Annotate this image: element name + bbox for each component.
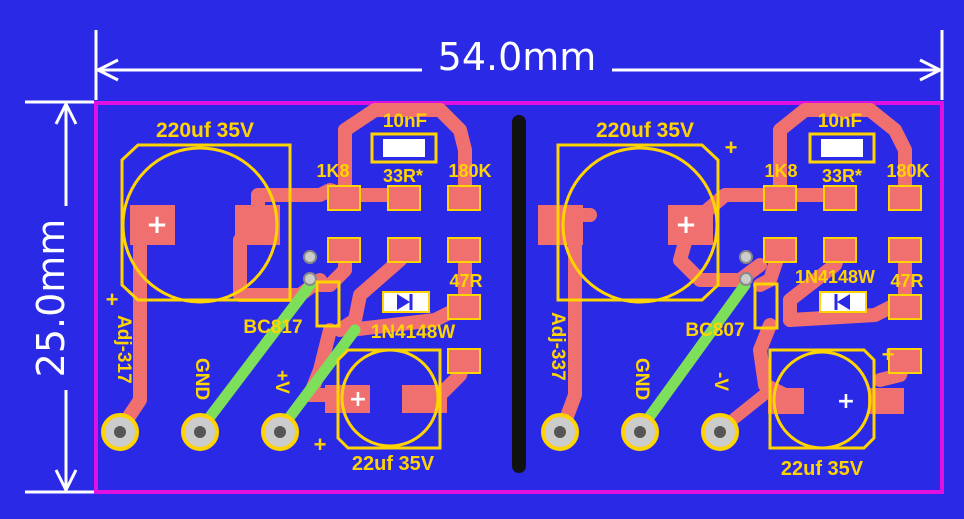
left-diode-symbol (397, 294, 410, 310)
left-pin-adj (101, 413, 139, 451)
right-transistor-label: BC807 (685, 320, 744, 341)
right-diode-label: 1N4148W (795, 267, 875, 287)
left-r4-label: 47R (449, 271, 482, 291)
right-pin-gnd (621, 413, 659, 451)
height-dimension (25, 100, 94, 494)
left-cap-10nf-outline (370, 132, 438, 164)
center-divider-slot (512, 115, 526, 473)
right-circuit: + + 220uf 35V 10nF 1K8 33R* 180K 47R BC8… (538, 103, 930, 480)
right-cap-out-plus-mark: + (837, 389, 855, 414)
right-cap-big-label: 220uf 35V (596, 119, 694, 142)
right-pin-v (701, 413, 739, 451)
left-circuit: + + 220uf 35V 10nF 1K8 33R* 180K 47R BC8… (101, 103, 492, 475)
right-diode-symbol (837, 294, 850, 310)
height-dim-arrow-bottom (54, 469, 78, 494)
right-r1-label: 1K8 (764, 161, 797, 181)
width-dim-arrow-left (94, 58, 119, 82)
left-cap-big-pad-plus (130, 205, 175, 245)
right-via-top (739, 250, 753, 264)
left-pin-gnd (181, 413, 219, 451)
right-cap-big-circle (561, 146, 719, 304)
right-cap-10nf-label: 10nF (818, 111, 862, 132)
right-cap-out-outline (768, 348, 876, 450)
left-resistor-pads (327, 185, 481, 374)
left-green-traces (194, 279, 361, 436)
left-via-bottom (303, 272, 317, 286)
left-diode-label: 1N4148W (371, 322, 456, 343)
left-cap-out-label: 22uf 35V (352, 453, 435, 475)
left-pin-gnd-label: GND (191, 358, 212, 400)
right-cap-big-polarity: + (725, 135, 738, 160)
right-cap-big-pad-minus (538, 205, 583, 245)
left-cap-out-pad-plus (325, 385, 370, 413)
right-pin-adj (541, 413, 579, 451)
left-r2-label: 33R* (383, 166, 423, 186)
right-cap-10nf-outline (808, 132, 876, 164)
right-r4-label: 47R (890, 271, 923, 291)
right-cap-10nf-body (821, 139, 863, 157)
width-dim-arrow-right (919, 58, 944, 82)
left-cap-out-polarity: + (314, 432, 327, 457)
right-pin-gnd-label: GND (631, 358, 652, 400)
right-r2-label: 33R* (822, 166, 862, 186)
left-transistor-label: BC817 (243, 317, 302, 338)
right-cap-out-label: 22uf 35V (781, 458, 864, 480)
height-dim-arrow-top (54, 100, 78, 125)
left-cap-big-circle (121, 146, 279, 304)
right-green-traces (634, 279, 751, 436)
left-cap-out-outline (336, 348, 442, 450)
right-cap-out-polarity: + (882, 342, 895, 367)
width-dimension (94, 30, 944, 100)
left-cap-10nf-label: 10nF (383, 111, 427, 132)
left-pin-adj-label: Adj-317 (113, 315, 134, 384)
left-r1-label: 1K8 (316, 161, 349, 181)
left-via-top (303, 250, 317, 264)
board-outline (94, 101, 944, 494)
width-dimension-label: 54.0mm (438, 35, 597, 79)
right-cap-big-outline (556, 143, 720, 302)
right-transistor-outline (753, 282, 779, 330)
right-via-bottom (739, 272, 753, 286)
left-cap-10nf-body (383, 139, 425, 157)
right-r3-label: 180K (886, 161, 929, 181)
left-cap-big-pad-minus (235, 205, 280, 245)
left-transistor-outline (315, 280, 341, 328)
left-pin-v-label: +V (271, 370, 292, 394)
left-cap-out-circle (340, 348, 440, 448)
left-r3-label: 180K (448, 161, 491, 181)
right-pin-v-label: -V (710, 372, 731, 391)
height-dimension-label: 25.0mm (29, 219, 73, 378)
right-cap-big-pad-plus (668, 205, 713, 245)
left-cap-big-label: 220uf 35V (156, 119, 254, 142)
right-cap-out-circle (772, 350, 872, 450)
right-resistor-pads (763, 185, 922, 374)
left-cap-big-polarity: + (106, 287, 119, 312)
left-cap-big-outline (120, 143, 292, 302)
left-cap-big-plus-mark: + (146, 210, 168, 240)
right-cap-big-plus-mark: + (675, 210, 697, 240)
left-cap-out-plus-mark: + (349, 387, 367, 412)
left-pin-v (261, 413, 299, 451)
right-pin-adj-label: Adj-337 (547, 312, 568, 381)
